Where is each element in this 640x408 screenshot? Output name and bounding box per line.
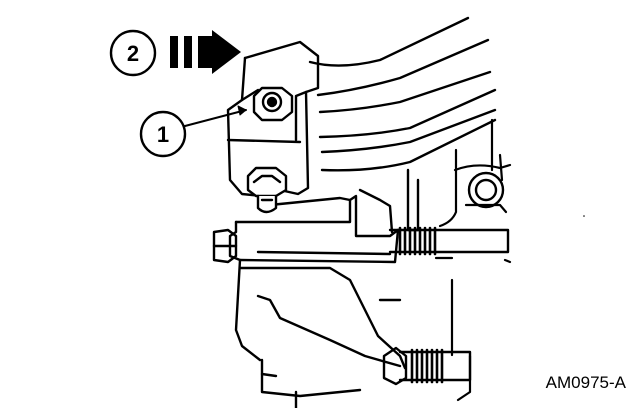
front-direction-arrow (170, 30, 241, 74)
lower-stud (382, 346, 472, 386)
clamp-bolt (252, 86, 294, 122)
callout-1-number: 1 (157, 122, 169, 147)
callout-2-number: 2 (127, 41, 139, 66)
speck (583, 215, 585, 217)
engine-block (434, 118, 512, 402)
fuel-tubes (308, 16, 497, 172)
callout-2: 2 (109, 29, 157, 77)
threaded-stud (388, 226, 510, 256)
callout-1: 1 (139, 105, 247, 158)
lower-bolt (246, 166, 288, 214)
block-boss (467, 171, 505, 209)
left-stud-nut (212, 228, 238, 264)
figure-id-label: AM0975-A (546, 373, 627, 392)
